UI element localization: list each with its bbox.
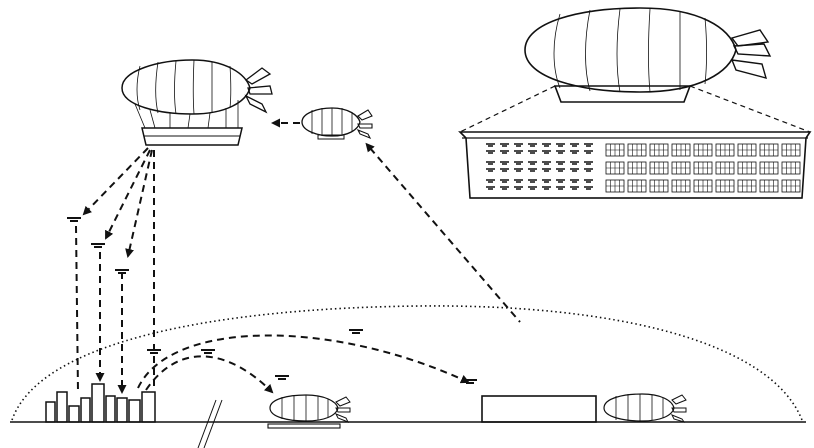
rack-drone-slot <box>514 180 523 182</box>
delivery-drone <box>349 330 363 333</box>
ground-break <box>198 400 222 448</box>
rack-projection-lines <box>460 86 810 132</box>
large-airship <box>525 8 770 102</box>
rack-drone-slot <box>514 169 523 171</box>
rack-drone-slot <box>528 151 537 153</box>
rack-drone-slot <box>542 180 551 182</box>
rack-drone-slot <box>486 144 495 146</box>
rack-drone-slot <box>570 169 579 171</box>
rack-drone-slot <box>584 162 593 164</box>
rack-drone-slot <box>584 169 593 171</box>
coverage-dome <box>12 306 802 420</box>
rack-drone-slot <box>528 162 537 164</box>
rack-drone-slot <box>514 187 523 189</box>
rack-drone-slot <box>528 169 537 171</box>
rack-drone-slot <box>542 144 551 146</box>
delivery-drone <box>275 376 289 379</box>
rack-drone-slot <box>514 162 523 164</box>
delivery-drone <box>201 350 215 353</box>
rack-drone-slot <box>570 162 579 164</box>
delivery-drone <box>147 350 161 353</box>
storage-rack <box>460 132 810 198</box>
rack-drone-slot <box>500 169 509 171</box>
rack-drone-slot <box>500 162 509 164</box>
rack-drone-slot <box>556 151 565 153</box>
rack-drone-slot <box>528 187 537 189</box>
rack-drone-slot <box>584 180 593 182</box>
rack-drone-slot <box>556 162 565 164</box>
rack-drone-slot <box>584 144 593 146</box>
delivery-routes <box>76 148 520 392</box>
drones-in-flight <box>67 218 477 383</box>
parked-airship <box>604 394 686 422</box>
rack-drone-slot <box>486 169 495 171</box>
rack-drone-slot <box>556 180 565 182</box>
hub-airship <box>122 60 272 145</box>
small-airship <box>302 108 372 139</box>
rack-drone-slot <box>542 187 551 189</box>
city-buildings <box>46 384 155 422</box>
rack-drone-slot <box>570 144 579 146</box>
rack-drone-slot <box>584 151 593 153</box>
delivery-drone <box>91 244 105 247</box>
rack-drone-slot <box>486 180 495 182</box>
rack-drone-slot <box>514 151 523 153</box>
delivery-drone <box>115 270 129 273</box>
rack-drone-slot <box>500 187 509 189</box>
rack-drone-slot <box>542 151 551 153</box>
rack-drone-slot <box>542 162 551 164</box>
rack-drone-slot <box>500 151 509 153</box>
rack-drone-slot <box>556 144 565 146</box>
rack-drone-slot <box>570 180 579 182</box>
delivery-drone <box>67 218 81 221</box>
rack-drone-slot <box>542 169 551 171</box>
rack-drone-slot <box>486 162 495 164</box>
rack-drone-slot <box>570 151 579 153</box>
rack-drone-slot <box>514 144 523 146</box>
rack-drone-slot <box>570 187 579 189</box>
rack-drone-slot <box>556 169 565 171</box>
rack-drone-slot <box>486 151 495 153</box>
landed-airship-pad <box>268 395 350 428</box>
rack-drone-slot <box>500 144 509 146</box>
rack-drone-slot <box>486 187 495 189</box>
rack-drone-slot <box>584 187 593 189</box>
ground-depot <box>482 396 596 422</box>
rack-drone-slot <box>528 180 537 182</box>
rack-drone-slot <box>528 144 537 146</box>
rack-drone-slot <box>556 187 565 189</box>
rack-drone-slot <box>500 180 509 182</box>
